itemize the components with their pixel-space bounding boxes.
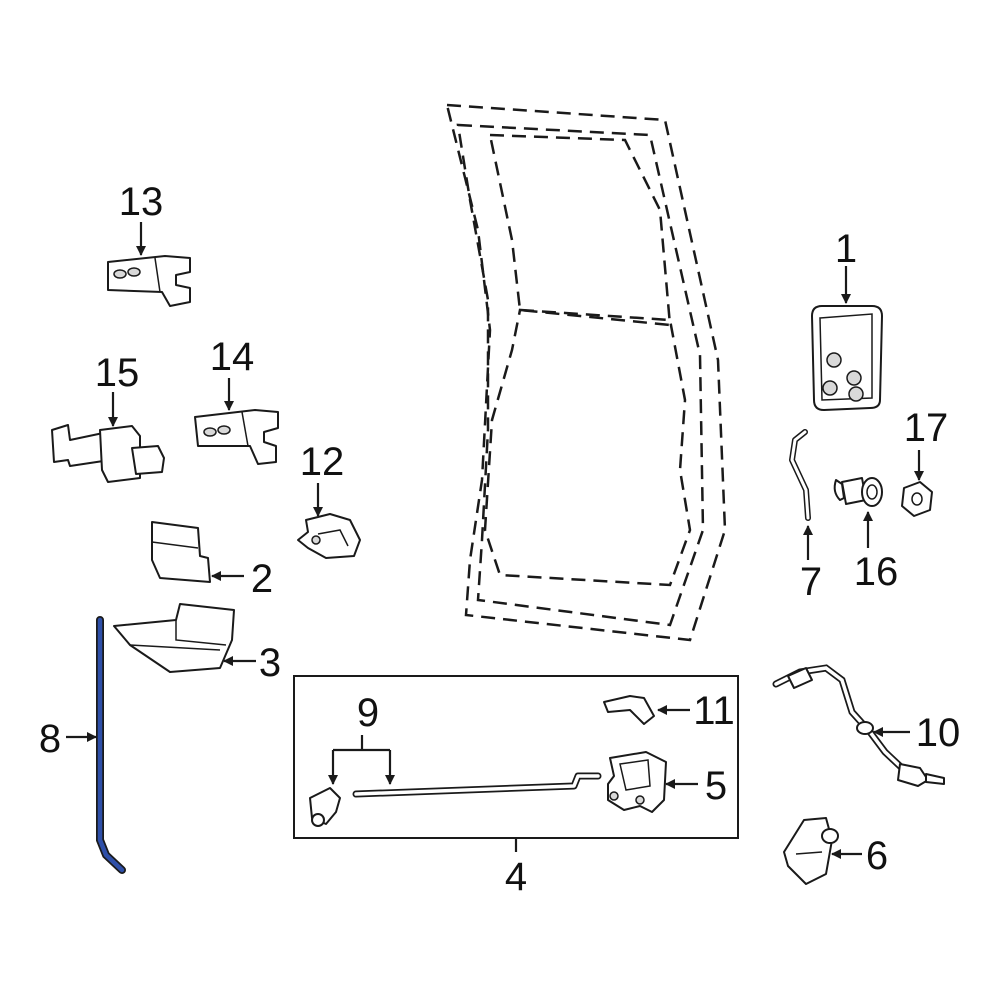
callout-9: 9 [357, 691, 379, 735]
part-1-latch-block [811, 305, 883, 411]
part-15-door-check [51, 424, 165, 483]
part-10-cable [772, 664, 945, 787]
part-7-rod [789, 429, 811, 521]
callout-7: 7 [800, 560, 822, 604]
part-5-latch [607, 751, 667, 813]
part-6-bracket [783, 817, 839, 885]
part-8-weatherstrip [96, 616, 126, 874]
callout-15: 15 [95, 351, 140, 395]
part-16-bolt [833, 477, 883, 507]
part-12-bracket [297, 513, 361, 559]
callout-12: 12 [300, 440, 345, 484]
callout-4: 4 [505, 855, 527, 899]
part-2-handle-bracket [151, 521, 211, 583]
callout-2: 2 [251, 557, 273, 601]
door-outline [445, 103, 727, 642]
leader-lines [66, 222, 924, 859]
callout-10: 10 [916, 711, 961, 755]
callout-14: 14 [210, 335, 255, 379]
callout-5: 5 [705, 764, 727, 808]
part-11-clip [603, 695, 655, 725]
callout-6: 6 [866, 834, 888, 878]
part-13-upper-hinge [107, 255, 191, 307]
callout-17: 17 [904, 406, 949, 450]
part-17-nut [901, 481, 933, 517]
callout-11: 11 [693, 689, 735, 733]
callout-3: 3 [259, 641, 281, 685]
part-14-lower-hinge [194, 409, 279, 465]
part-9-rod-clip [309, 772, 602, 827]
part-3-handle-housing [113, 603, 235, 673]
callout-labels: 13 14 15 12 2 3 8 1 17 7 16 11 10 9 5 6 … [39, 180, 960, 899]
callout-8: 8 [39, 717, 61, 761]
callout-16: 16 [854, 550, 899, 594]
callout-1: 1 [835, 227, 857, 271]
callout-13: 13 [119, 180, 164, 224]
